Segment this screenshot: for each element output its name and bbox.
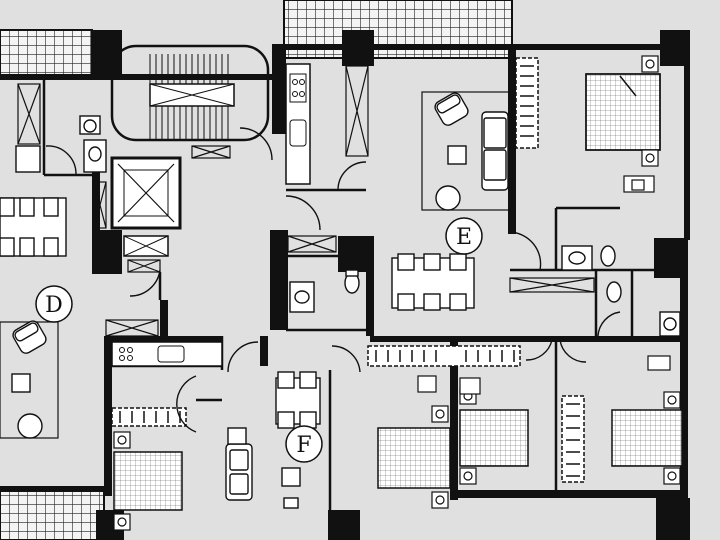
unit-label-d: D (35, 285, 73, 323)
unit-label-f: F (285, 425, 323, 463)
living-room-f (225, 371, 321, 509)
structural-walls (0, 30, 690, 540)
partition-walls (42, 80, 660, 510)
unit-label-e: E (445, 217, 483, 255)
balcony-top-left (0, 29, 93, 77)
bathroom-fixtures (15, 115, 681, 337)
living-room-e (391, 91, 513, 311)
kitchens (111, 63, 311, 367)
wardrobes (111, 57, 585, 483)
living-room-d (0, 197, 67, 439)
beds (113, 73, 683, 511)
closets (17, 65, 595, 337)
nightstands (113, 55, 681, 531)
stairwell (110, 44, 270, 142)
svg-text:F: F (296, 433, 311, 458)
door-swings (45, 127, 621, 433)
balcony-bottom-left (0, 489, 105, 540)
elevator-shaft (110, 156, 182, 257)
desks (417, 175, 671, 395)
svg-text:E: E (456, 225, 472, 250)
svg-text:D: D (45, 293, 63, 318)
